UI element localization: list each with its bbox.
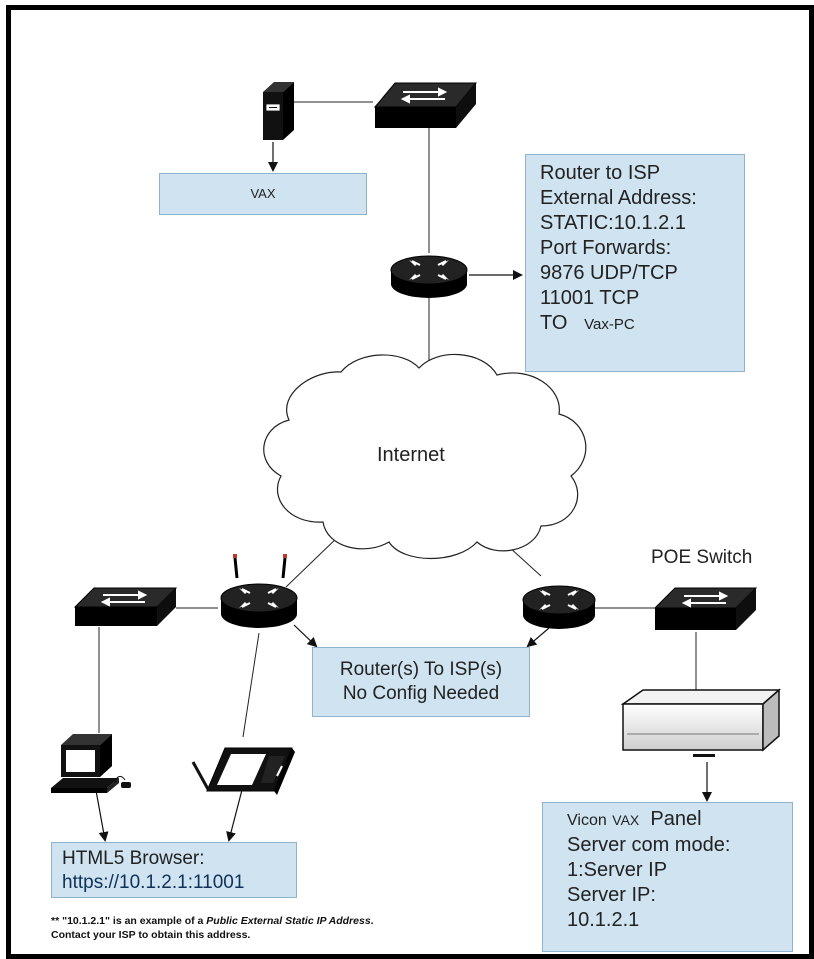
router-isp-info-box: Router to ISP External Address: STATIC:1…	[525, 154, 745, 372]
poe-switch-label: POE Switch	[651, 547, 753, 568]
diagram-frame: VAX Router to ISP External Address: STAT…	[6, 5, 814, 959]
static-ip-value: STATIC:10.1.2.1	[540, 212, 686, 234]
server-ip-value: 10.1.2.1	[567, 909, 640, 931]
router-isp-title: Router to ISP	[540, 162, 661, 184]
html5-browser-box: HTML5 Browser: https://10.1.2.1:11001	[51, 842, 297, 898]
arrow-icon	[526, 627, 550, 648]
vax-label: VAX	[250, 186, 276, 201]
internet-label: Internet	[377, 444, 445, 466]
forward-target: TO Vax-PC	[540, 311, 744, 337]
router-to-tablet-line	[242, 632, 260, 738]
panel-title: Vicon VAX Panel	[567, 807, 792, 833]
footnote-line-1: ** "10.1.2.1" is an example of a Public …	[51, 914, 374, 928]
panel-model: VAX	[612, 812, 640, 828]
server-com-mode-label: Server com mode:	[567, 834, 731, 856]
port-forward-tcp: 11001 TCP	[540, 287, 640, 309]
server-com-mode-value: 1:Server IP	[567, 859, 668, 881]
network-switch-icon	[73, 587, 178, 626]
port-forward-udp-tcp: 9876 UDP/TCP	[540, 262, 678, 284]
forward-to-label: TO	[540, 312, 568, 334]
browser-url: https://10.1.2.1:11001	[62, 872, 245, 893]
routers-no-config-box: Router(s) To ISP(s) No Config Needed	[312, 647, 530, 717]
footnote-suffix: .	[370, 915, 374, 927]
router-icon	[390, 255, 468, 298]
network-diagram	[51, 82, 781, 842]
network-switch-icon	[653, 587, 758, 630]
arrow-icon	[293, 624, 318, 648]
footnote-line-2: Contact your ISP to obtain this address.	[51, 929, 251, 941]
vicon-panel-box: Vicon VAX Panel Server com mode: 1:Serve…	[542, 802, 793, 952]
network-switch-icon	[373, 82, 478, 128]
html5-browser-label: HTML5 Browser:	[62, 848, 205, 869]
cloud-icon	[263, 353, 587, 559]
server-ip-label: Server IP:	[567, 884, 656, 906]
indoor-panel-unit-icon	[620, 688, 781, 757]
desktop-computer-icon	[51, 734, 131, 793]
external-address-label: External Address:	[540, 187, 697, 209]
tablet-icon	[191, 747, 295, 795]
footnote-emphasis: Public External Static IP Address	[206, 915, 371, 927]
arrows	[94, 142, 712, 842]
port-forwards-label: Port Forwards:	[540, 237, 672, 259]
panel-brand: Vicon	[567, 812, 607, 829]
panel-label: Panel	[650, 808, 702, 830]
arrow-icon	[226, 785, 244, 842]
footnote-prefix: ** "10.1.2.1" is an example of a	[51, 915, 207, 927]
no-config-needed-label: No Config Needed	[342, 683, 500, 704]
wireless-router-icon	[220, 554, 298, 628]
left-router-to-cloud-line	[285, 533, 342, 588]
routers-to-isps-label: Router(s) To ISP(s)	[339, 659, 503, 680]
server-tower-icon	[263, 82, 294, 140]
connections	[98, 101, 697, 738]
forward-target-host: Vax-PC	[584, 316, 635, 333]
footnote: ** "10.1.2.1" is an example of a Public …	[51, 914, 374, 942]
arrow-icon	[94, 784, 109, 842]
router-icon	[522, 585, 596, 629]
vax-label-box: VAX	[159, 173, 367, 215]
